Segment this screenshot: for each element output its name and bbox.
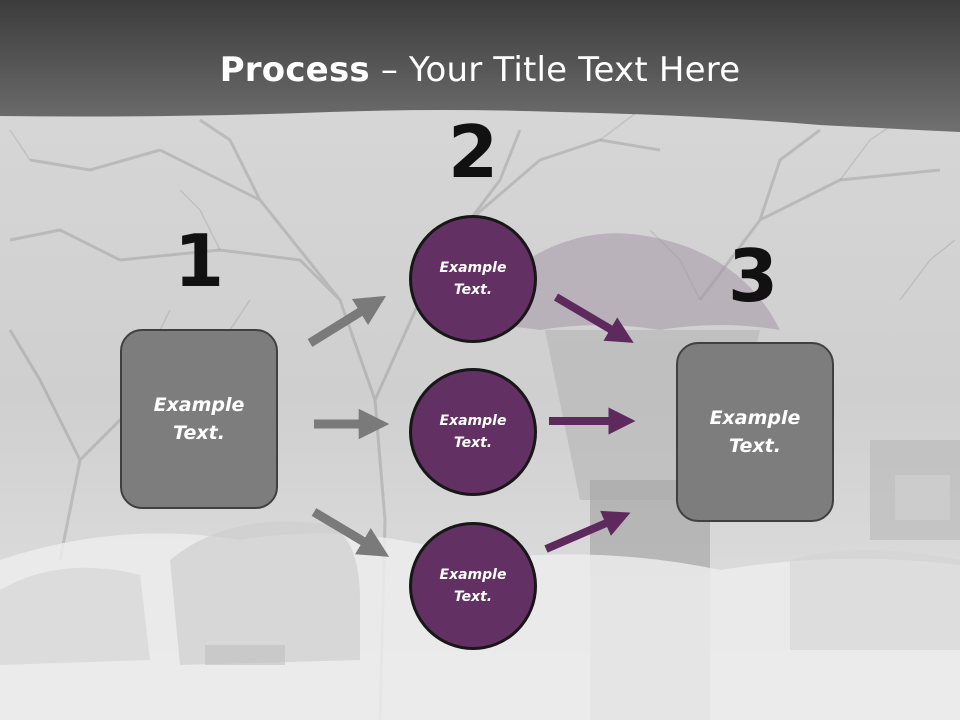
process-circle-top: Example Text.: [409, 215, 537, 343]
end-box-text: Example Text.: [709, 406, 801, 458]
purple-arrow-up: [544, 510, 631, 553]
start-box-text: Example Text.: [153, 393, 245, 445]
end-box: Example Text.: [676, 342, 834, 522]
start-box: Example Text.: [120, 329, 278, 509]
purple-arrow-down: [553, 293, 634, 343]
step-number-3: 3: [727, 234, 779, 318]
step-number-2: 2: [447, 110, 499, 194]
title-rest: – Your Title Text Here: [369, 50, 741, 90]
circle-text-top: Example Text.: [439, 259, 507, 298]
circle-text-bottom: Example Text.: [439, 566, 507, 605]
page-title: Process – Your Title Text Here: [0, 50, 960, 90]
process-circle-bottom: Example Text.: [409, 522, 537, 650]
gray-arrow-up: [307, 295, 387, 347]
circle-text-middle: Example Text.: [439, 412, 507, 451]
title-bold: Process: [219, 50, 370, 90]
step-number-1: 1: [173, 219, 225, 303]
gray-arrow-down: [311, 508, 390, 557]
process-circle-middle: Example Text.: [409, 368, 537, 496]
